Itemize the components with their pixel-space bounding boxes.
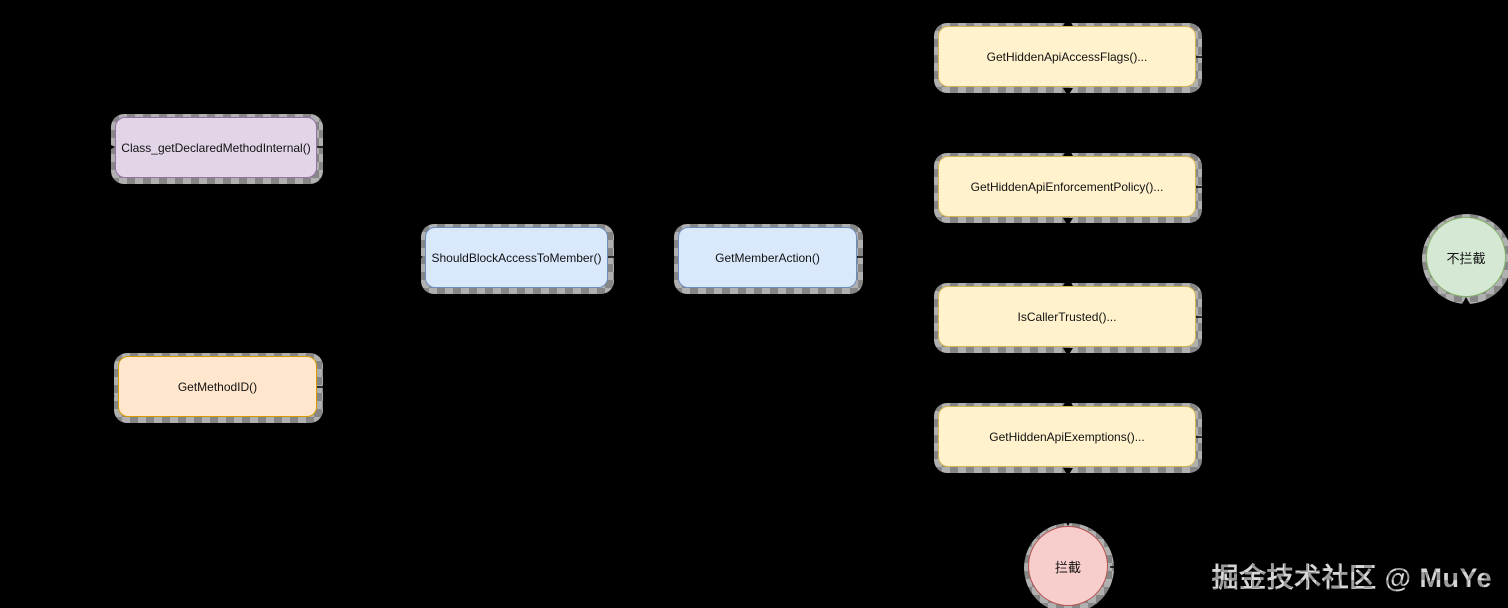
node-getmemberaction: GetMemberAction() [678, 227, 857, 288]
node-getmethodid: GetMethodID() [118, 356, 317, 417]
edge-lines [60, 7, 1467, 568]
node-label: Class_getDeclaredMethodInternal() [121, 140, 311, 155]
node-intercept: 拦截 [1028, 526, 1108, 606]
node-no-intercept: 不拦截 [1426, 217, 1506, 297]
node-iscallertrusted: IsCallerTrusted()... [938, 286, 1196, 347]
edge-arrowheads [106, 17, 1471, 526]
node-class-getdeclaredmethodinternal: Class_getDeclaredMethodInternal() [115, 117, 317, 178]
node-gethiddenapienforcementpolicy: GetHiddenApiEnforcementPolicy()... [938, 156, 1196, 217]
node-label: 拦截 [1054, 559, 1081, 575]
node-label: GetMemberAction() [715, 250, 820, 265]
node-gethiddenapiaccessflags: GetHiddenApiAccessFlags()... [938, 26, 1196, 87]
watermark: 掘金技术社区 @ MuYe [1212, 556, 1492, 595]
node-label: GetHiddenApiAccessFlags()... [986, 49, 1148, 64]
node-label: IsCallerTrusted()... [1017, 309, 1117, 324]
node-label: 不拦截 [1446, 250, 1486, 266]
node-label: GetHiddenApiEnforcementPolicy()... [970, 179, 1164, 194]
node-label: ShouldBlockAccessToMember() [431, 250, 602, 265]
node-label: GetMethodID() [177, 379, 258, 394]
node-gethiddenapiexemptions: GetHiddenApiExemptions()... [938, 406, 1196, 467]
node-label: GetHiddenApiExemptions()... [989, 429, 1145, 444]
node-shouldblockaccesstomember: ShouldBlockAccessToMember() [425, 227, 608, 288]
